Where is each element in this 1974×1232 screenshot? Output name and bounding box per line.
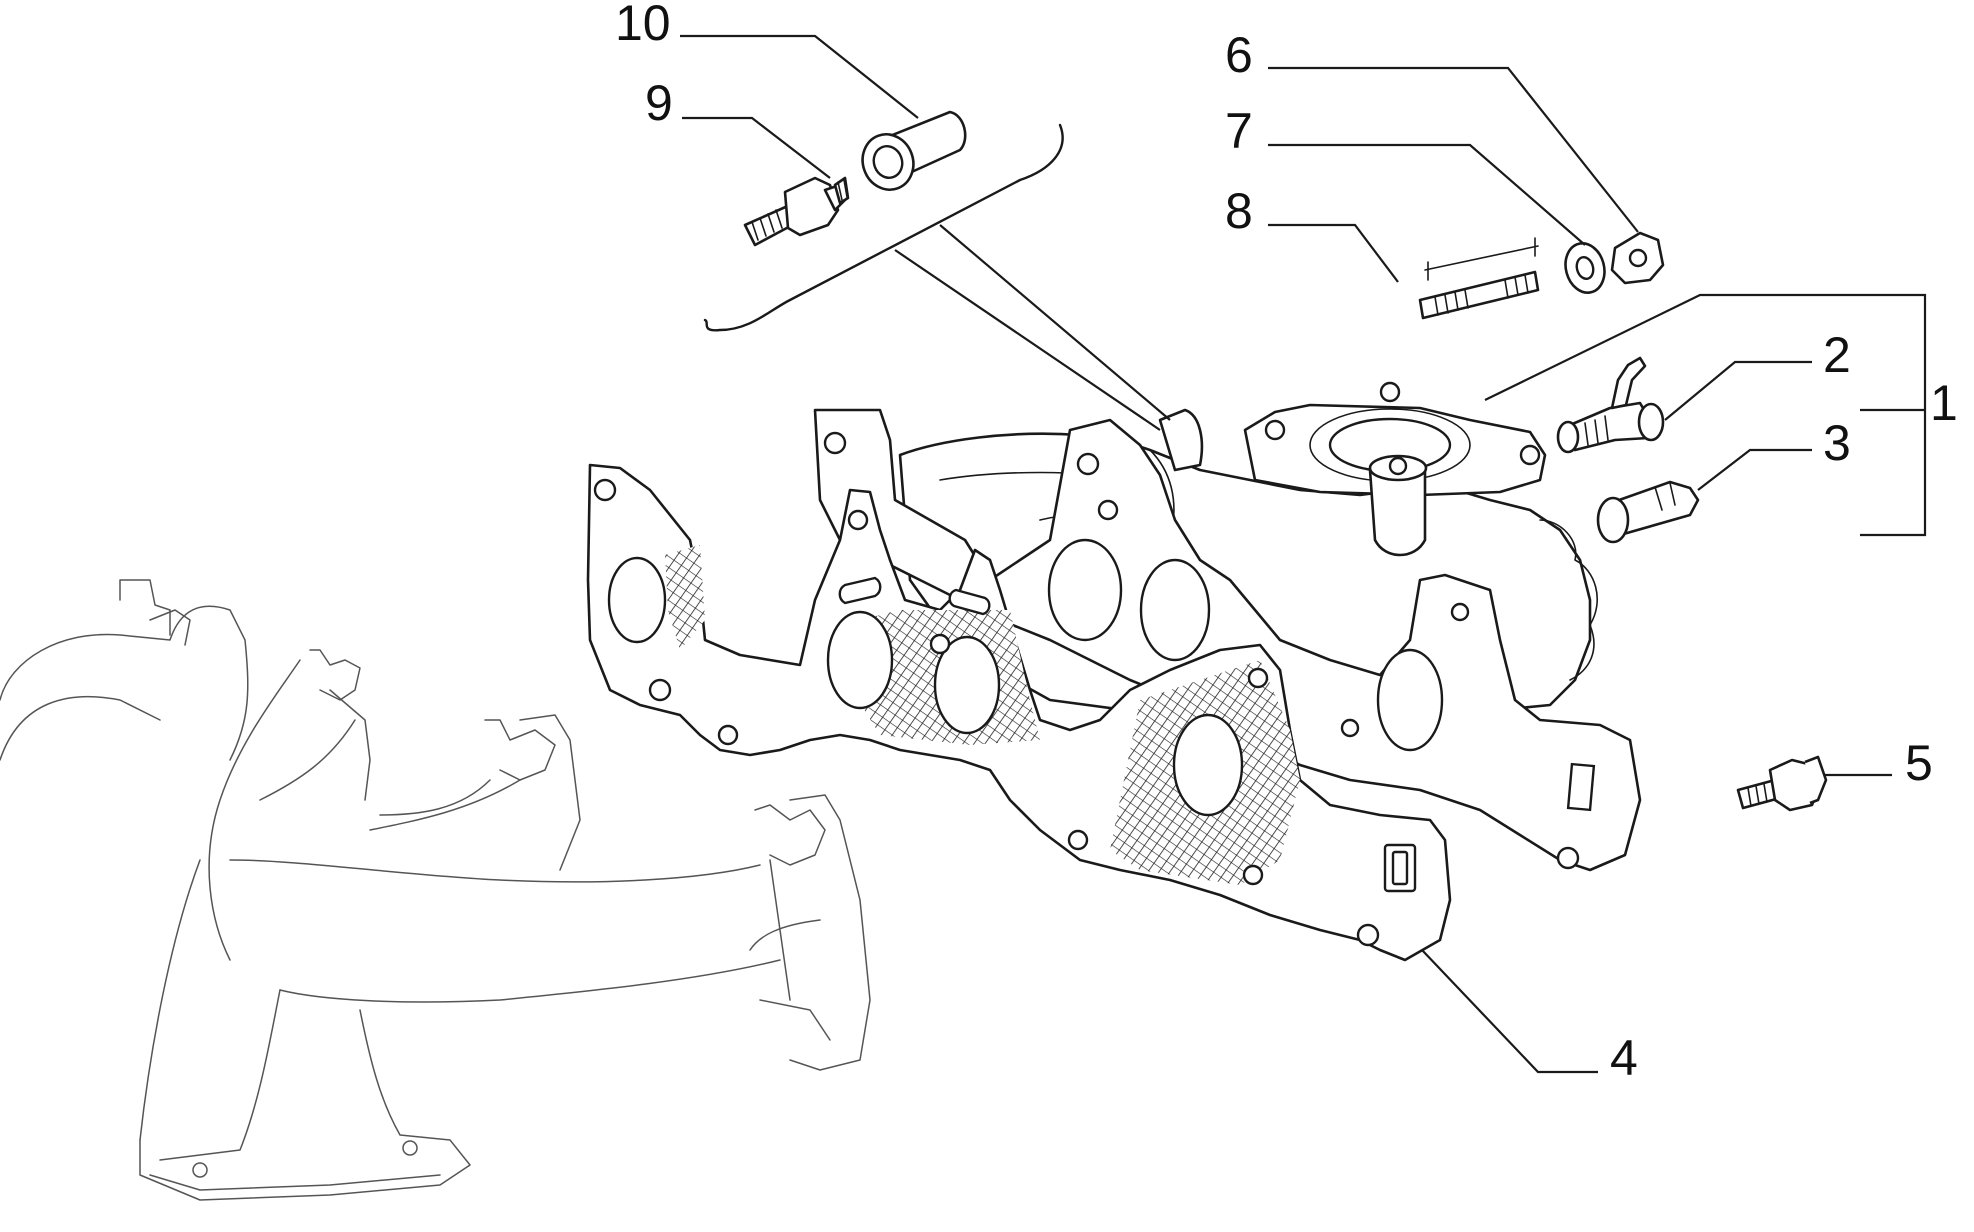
hose-fitting-icon [1596,480,1700,544]
leader-lines [680,34,1927,1074]
cutaway-outline [703,123,1064,332]
callout-labels: 10 9 6 7 8 2 3 1 5 4 [615,0,1958,1086]
callout-8: 8 [1225,183,1253,239]
leader-line-8 [1268,223,1399,283]
exhaust-manifold-icon [0,579,871,1201]
nut-icon [1610,231,1665,285]
leader-line-10-manifold [939,224,1171,421]
leader-line-4 [1421,949,1598,1074]
callout-1: 1 [1930,375,1958,431]
leader-line-2 [1664,360,1812,421]
leader-line-10 [680,34,919,119]
callout-4: 4 [1610,1030,1638,1086]
callout-6: 6 [1225,27,1253,83]
callout-9: 9 [645,75,673,131]
callout-7: 7 [1225,103,1253,159]
bracket-1 [1768,293,1927,537]
callout-3: 3 [1823,415,1851,471]
leader-line-3 [1697,448,1812,491]
callout-10: 10 [615,0,671,51]
leader-line-1-manifold [1484,293,1768,401]
stud-icon [1418,237,1540,320]
temperature-sender-icon [743,176,850,247]
leader-line-7 [1268,143,1586,246]
leader-line-6 [1268,66,1639,233]
sleeve-icon [861,110,967,191]
callout-2: 2 [1823,327,1851,383]
union-icon [1556,356,1665,454]
washer-icon [1564,242,1606,294]
manifold-gasket-icon [813,408,1642,872]
leader-line-9-manifold [894,249,1161,431]
callout-5: 5 [1905,735,1933,791]
screw-icon [1736,755,1828,812]
leader-line-9 [682,116,831,179]
manifold-gasket-icon [586,463,1452,962]
